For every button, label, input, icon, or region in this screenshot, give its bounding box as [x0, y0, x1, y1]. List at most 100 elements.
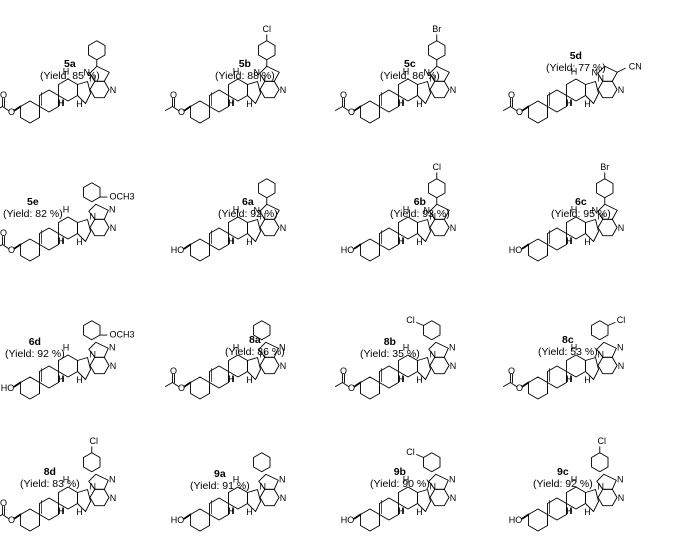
- ring-b: [39, 365, 59, 389]
- compound-label: 9c(Yield: 92 %): [533, 466, 593, 490]
- atom-n: N: [450, 361, 457, 371]
- atom-h: H: [58, 98, 65, 108]
- ring-d: [77, 489, 91, 512]
- ring-pyrimidine: [89, 488, 110, 507]
- atom-h: H: [233, 342, 240, 352]
- ring-b: [379, 497, 399, 521]
- compound-label: 8c(Yield: 53 %): [538, 334, 598, 358]
- ring-five: [596, 341, 617, 358]
- atom-n: N: [592, 206, 599, 216]
- atom-h: H: [416, 375, 423, 385]
- atom-h: H: [398, 374, 405, 384]
- atom-o: O: [508, 366, 515, 376]
- ring-pyrazole: [597, 65, 618, 82]
- ring-pyrimidine: [597, 356, 618, 375]
- compound-id: 5c: [404, 58, 416, 70]
- ring-b: [39, 227, 59, 251]
- atom-o: O: [8, 245, 15, 255]
- substituent-label: Cl: [617, 315, 626, 325]
- atom-n: N: [450, 85, 457, 95]
- atom-h: H: [76, 507, 83, 517]
- atom-h: H: [397, 98, 404, 108]
- atom-n: N: [449, 475, 456, 485]
- atom-h: H: [584, 375, 591, 385]
- ring-d: [585, 219, 599, 242]
- atom-h: H: [571, 342, 578, 352]
- ring-d: [77, 357, 91, 380]
- atom-n: N: [110, 493, 117, 503]
- ring-five: [258, 473, 279, 490]
- compound-label: 8d(Yield: 83 %): [20, 466, 80, 490]
- atom-n: N: [618, 223, 625, 233]
- ring-aryl: [88, 40, 106, 61]
- ring-d: [585, 81, 599, 104]
- ring-pyrazole: [597, 203, 618, 220]
- atom-n: N: [618, 361, 625, 371]
- ring-a: [20, 238, 40, 262]
- ring-b: [547, 89, 567, 113]
- atom-h: H: [416, 507, 423, 517]
- atom-h: H: [584, 507, 591, 517]
- atom-n: N: [280, 223, 287, 233]
- atom-h: H: [227, 236, 234, 246]
- ring-five: [88, 341, 109, 358]
- atom-o: O: [508, 90, 515, 100]
- compound-id: 8d: [43, 466, 56, 478]
- compound-yield: (Yield: 93 %): [390, 208, 450, 220]
- ring-a: [528, 376, 548, 400]
- atom-o: O: [516, 383, 523, 393]
- atom-n: N: [109, 475, 116, 485]
- compound-yield: (Yield: 92 %): [218, 208, 278, 220]
- compound-id: 5a: [64, 58, 76, 70]
- substituent-label: OCH3: [109, 191, 134, 201]
- compound-id: 9b: [393, 466, 406, 478]
- compound-yield: (Yield: 85 %): [40, 70, 100, 82]
- ring-d: [417, 219, 431, 242]
- substituent-label: Cl: [598, 436, 607, 446]
- atom-h: H: [566, 374, 573, 384]
- ring-five: [596, 473, 617, 490]
- atom-n: N: [254, 68, 261, 78]
- ring-aryl: [596, 178, 614, 199]
- compound-yield: (Yield: 83 %): [20, 478, 80, 490]
- compound-yield: (Yield: 77 %): [546, 62, 606, 74]
- atom-h: H: [566, 236, 573, 246]
- ring-d: [247, 219, 261, 242]
- atom-ho: HO: [341, 515, 355, 525]
- compound-id: 6d: [28, 336, 41, 348]
- atom-h: H: [571, 66, 578, 76]
- ring-pyrazole: [429, 203, 450, 220]
- substituent-label: CN: [629, 62, 642, 72]
- compound-label: 5d(Yield: 77 %): [546, 50, 606, 74]
- atom-o: O: [0, 90, 7, 100]
- ring-a: [20, 376, 40, 400]
- ring-a: [360, 238, 380, 262]
- atom-h: H: [565, 98, 572, 108]
- atom-h: H: [403, 66, 410, 76]
- atom-n: N: [110, 223, 117, 233]
- ring-a: [190, 508, 210, 532]
- atom-o: O: [170, 366, 177, 376]
- ring-pyrazole: [89, 65, 110, 82]
- ring-benzo: [591, 452, 609, 473]
- ring-b: [209, 89, 229, 113]
- atom-h: H: [565, 506, 572, 516]
- substituent-label: Cl: [90, 436, 99, 446]
- ring-benzo: [423, 320, 441, 341]
- atom-o: O: [340, 366, 347, 376]
- compound-yield: (Yield: 88 %): [215, 70, 275, 82]
- ring-b: [39, 497, 59, 521]
- ring-b: [209, 497, 229, 521]
- atom-o: O: [348, 383, 355, 393]
- compound-label: 8a(Yield: 86 %): [225, 334, 285, 358]
- ring-d: [77, 81, 91, 104]
